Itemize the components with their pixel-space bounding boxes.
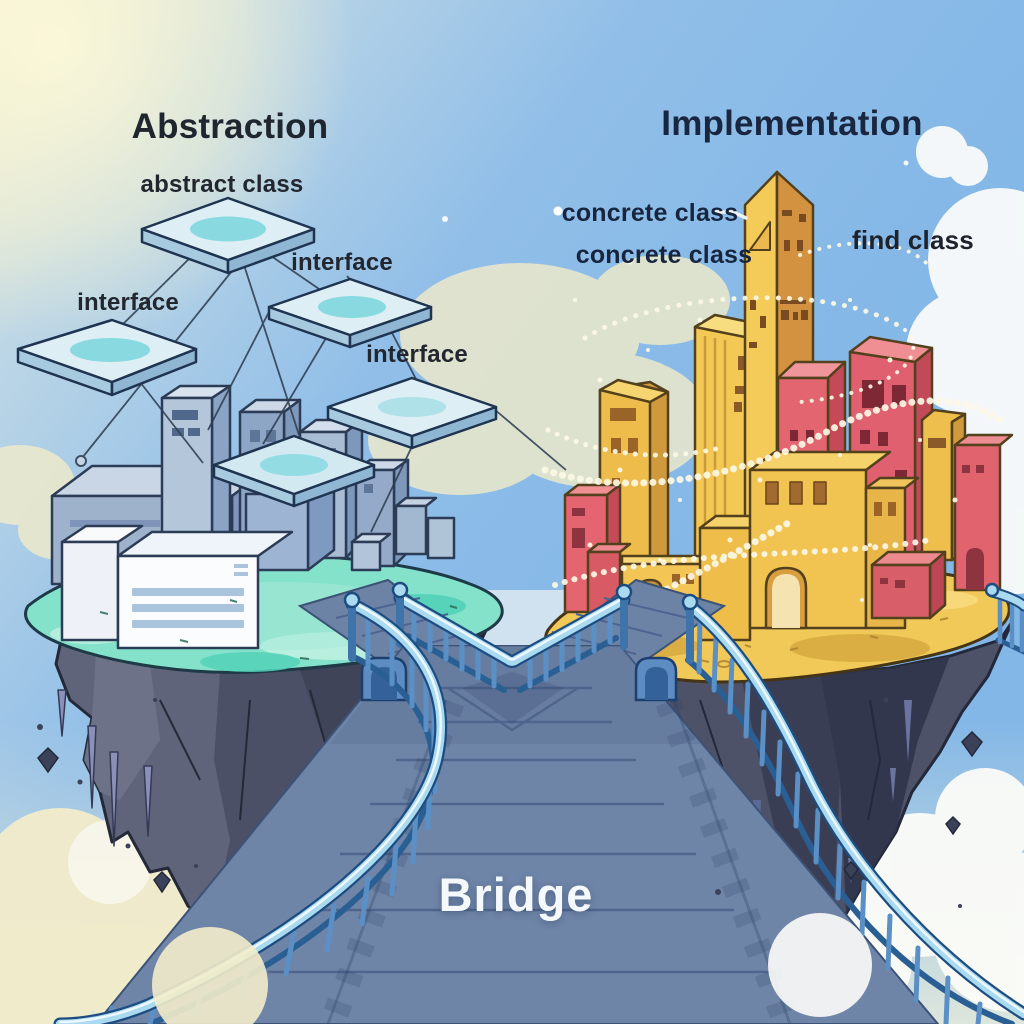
right-railing bbox=[681, 593, 1024, 1024]
implementation-buildings bbox=[563, 170, 1014, 642]
platform-interface-2 bbox=[16, 318, 198, 397]
abstract-class-label: abstract class bbox=[140, 171, 304, 198]
sun-glow bbox=[0, 0, 355, 345]
red-cube bbox=[870, 550, 947, 620]
concrete-class-label-1: concrete class bbox=[561, 199, 739, 227]
big-arch-house bbox=[698, 450, 920, 642]
fork-railing bbox=[391, 581, 633, 693]
island-edge-railing bbox=[984, 582, 1024, 655]
implementation-title: Implementation bbox=[661, 104, 923, 143]
coral-tower-far-right bbox=[953, 433, 1014, 592]
abstraction-platforms bbox=[16, 196, 498, 508]
blue-tower-1 bbox=[160, 384, 232, 550]
abstraction-title: Abstraction bbox=[131, 107, 329, 146]
concrete-class-leader bbox=[712, 210, 748, 220]
platform-interface-1 bbox=[267, 277, 433, 349]
interface-label-1: interface bbox=[291, 249, 393, 276]
white-building bbox=[60, 524, 294, 650]
bridge-label: Bridge bbox=[438, 868, 594, 921]
interface-label-3: interface bbox=[366, 341, 468, 368]
red-tower-left bbox=[563, 483, 632, 616]
platform-interface-3 bbox=[326, 376, 498, 450]
platform-abstract-class bbox=[140, 196, 316, 275]
bridge bbox=[53, 578, 1024, 1024]
find-class-label: find class bbox=[852, 225, 974, 255]
floating-debris bbox=[37, 697, 983, 908]
small-blocks bbox=[350, 496, 456, 572]
label-leaders bbox=[553, 206, 748, 220]
interface-label-2: interface bbox=[77, 289, 179, 316]
platform-base bbox=[212, 434, 376, 508]
left-railing bbox=[53, 591, 448, 1024]
concrete-class-label-2: concrete class bbox=[575, 241, 753, 269]
foreground-clouds bbox=[152, 913, 872, 1024]
